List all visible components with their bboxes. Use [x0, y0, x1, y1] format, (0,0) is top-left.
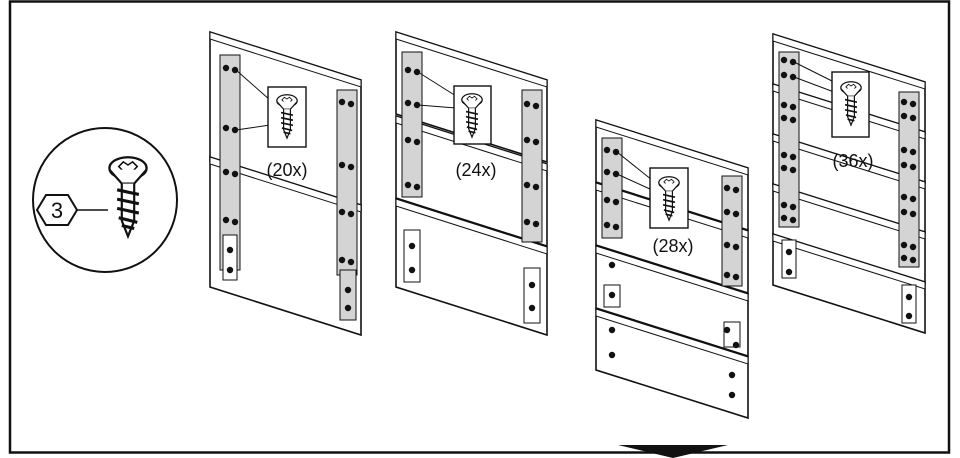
- screw-number-hexagon: [35, 194, 79, 226]
- continue-arrow-icon: [618, 445, 728, 458]
- screw-number-label: 3: [51, 198, 63, 223]
- screw-count-label: (36x): [832, 151, 873, 171]
- panel-assembly-2: (24x): [395, 30, 548, 337]
- screw-count-label: (24x): [455, 160, 496, 180]
- screw-count-label: (20x): [266, 160, 307, 180]
- panel-assembly-1: (20x): [209, 30, 362, 337]
- panel-assembly-3: (28x): [595, 118, 749, 420]
- panel-assembly-4: (36x): [772, 32, 926, 335]
- screw-count-label: (28x): [652, 236, 693, 256]
- diagram-frame: [8, 0, 951, 454]
- screw-legend: 3: [32, 127, 178, 273]
